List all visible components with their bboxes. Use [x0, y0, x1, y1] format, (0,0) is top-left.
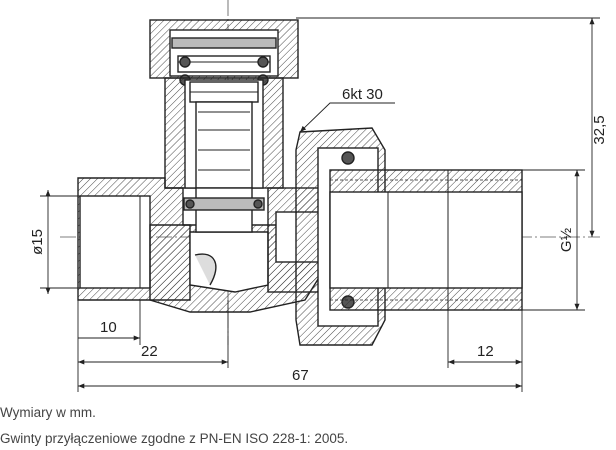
stem-housing [164, 77, 284, 189]
valve-body [77, 177, 331, 313]
valve-technical-drawing: 6kt 30 32,5 G½ ø15 10 22 12 67 [29, 0, 608, 392]
dimension-12-label: 12 [477, 343, 494, 360]
hex-label: 6kt 30 [342, 86, 383, 103]
dimension-10-label: 10 [100, 319, 117, 336]
height-dimension-label: 32,5 [591, 115, 608, 144]
units-note: Wymiary w mm. [0, 405, 96, 420]
dimension-lines [40, 17, 600, 392]
thread-dimension-label: G½ [558, 227, 575, 252]
dimension-67-label: 67 [292, 367, 309, 384]
outlet-tail [329, 169, 523, 311]
threads-note: Gwinty przyłączeniowe zgodne z PN-EN ISO… [0, 431, 349, 446]
valve-cap [149, 19, 299, 86]
diameter-dimension-label: ø15 [29, 229, 46, 255]
dimension-22-label: 22 [141, 343, 158, 360]
